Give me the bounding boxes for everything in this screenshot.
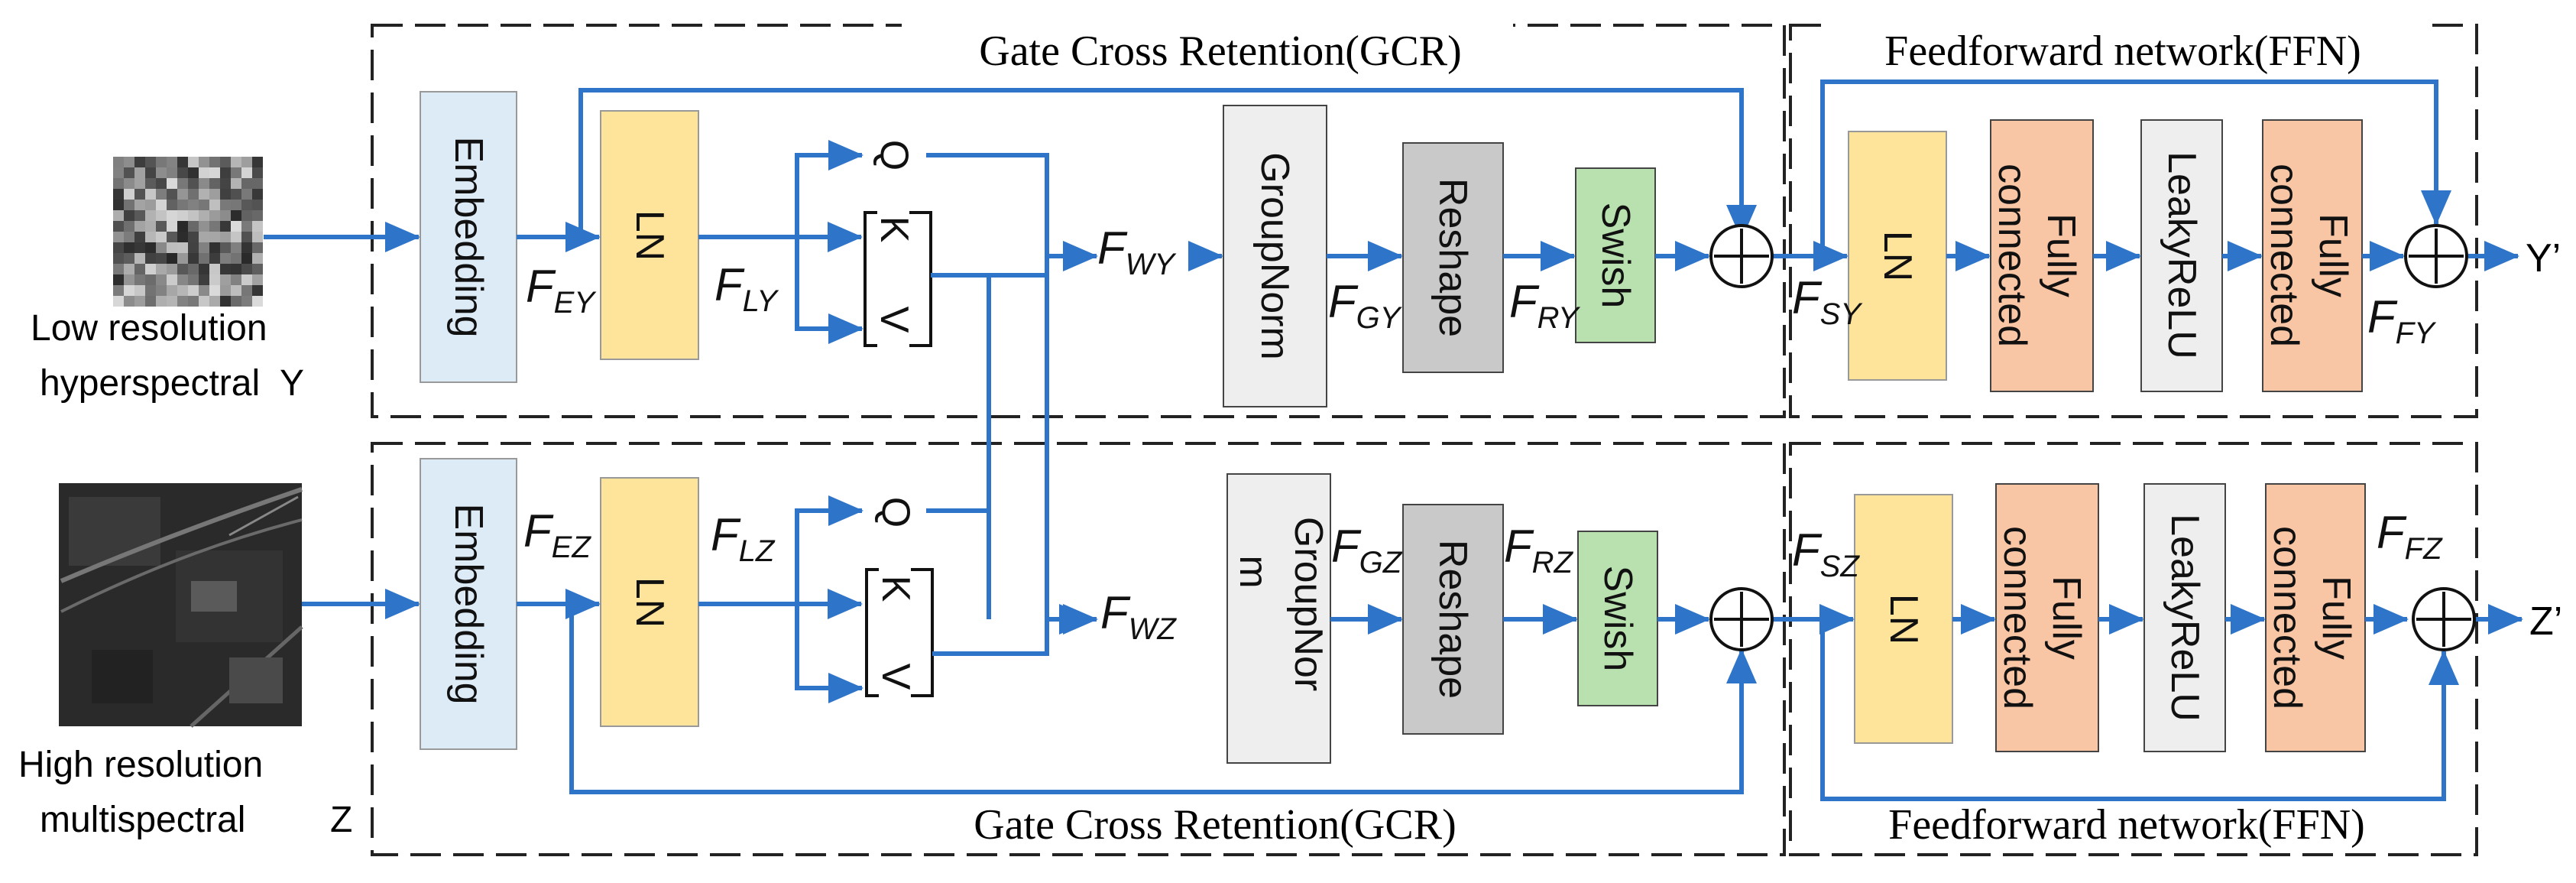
fc1-label-top-line2: connected: [1990, 164, 2034, 347]
groupnorm-block-top: [1223, 105, 1327, 407]
sum-node-ffn-top: [2404, 224, 2468, 288]
ln-label-bottom: LN: [627, 577, 672, 628]
feature-labels: FEY FLY FWY FGY FRY FSY FFY FEZ FLZ FWZ …: [523, 222, 2443, 646]
feature-f-wz: FWZ: [1100, 587, 1177, 646]
feature-f-ry: FRY: [1509, 276, 1581, 335]
multispectral-label-line2: multispectral: [40, 800, 245, 840]
kv-brackets: [864, 211, 934, 697]
feature-f-fz: FFZ: [2377, 507, 2443, 566]
k-label-bottom: K: [873, 576, 918, 602]
multispectral-symbol: Z: [330, 800, 352, 840]
k-label-top: K: [872, 216, 916, 243]
reshape-label-top: Reshape: [1431, 178, 1475, 337]
ln-label-ffn-bottom: LN: [1881, 594, 1926, 644]
multispectral-input-image: [59, 483, 303, 728]
gcr-top-title: Gate Cross Retention(GCR): [979, 28, 1461, 75]
feature-f-sz: FSZ: [1792, 524, 1860, 583]
reshape-block-top: [1402, 142, 1504, 373]
v-label-top: V: [872, 307, 916, 333]
sum-node-ffn-bottom: [2412, 587, 2476, 651]
fc2-block-bottom: [2265, 483, 2366, 752]
fc2-label-top-line2: connected: [2262, 164, 2306, 347]
ln-block-top: [600, 110, 699, 360]
v-label-bottom: V: [873, 664, 918, 690]
fc2-block-top: [2262, 119, 2363, 392]
hyperspectral-label-line1: Low resolution: [31, 308, 267, 349]
blocks: [420, 91, 2366, 764]
sum-node-gcr-top: [1709, 224, 1774, 288]
leakyrelu-label-bottom: LeakyReLU: [2163, 514, 2207, 722]
hyperspectral-label-line2: hyperspectral Y: [40, 363, 304, 404]
groupnorm-label-bottom-line2: m: [1231, 555, 1275, 588]
ffn-bottom-title: Feedforward network(FFN): [1888, 801, 2365, 849]
fc1-label-bottom-line1: Fully: [2044, 576, 2088, 660]
swish-block-top: [1575, 167, 1656, 343]
leakyrelu-block-bottom: [2143, 483, 2226, 752]
reshape-label-bottom: Reshape: [1431, 540, 1475, 699]
ln-block-bottom: [600, 477, 699, 727]
output-label-top: Y’: [2526, 236, 2561, 281]
connectors: [264, 80, 2523, 801]
reshape-block-bottom: [1402, 504, 1504, 735]
multispectral-label-line1: High resolution: [18, 745, 263, 785]
hyperspectral-input-image: [113, 157, 263, 307]
embedding-label-bottom: Embedding: [446, 503, 491, 704]
swish-label-top: Swish: [1593, 203, 1638, 309]
ln-label-top: LN: [627, 210, 672, 261]
feature-f-gy: FGY: [1328, 276, 1403, 335]
ln-block-ffn-top: [1848, 131, 1947, 381]
leakyrelu-label-top: LeakyReLU: [2160, 151, 2204, 359]
region-titles: Gate Cross Retention(GCR) Feedforward ne…: [902, 23, 2426, 849]
groupnorm-block-bottom: [1226, 473, 1331, 764]
output-label-bottom: Z’: [2529, 599, 2562, 644]
feature-f-wy: FWY: [1097, 222, 1177, 281]
feature-f-lz: FLZ: [711, 509, 776, 568]
feature-f-ez: FEZ: [523, 505, 591, 564]
q-label-top: Q: [872, 140, 916, 170]
feature-f-sy: FSY: [1792, 272, 1863, 331]
swish-block-bottom: [1577, 531, 1658, 706]
gcr-bottom-title: Gate Cross Retention(GCR): [974, 801, 1456, 849]
ffn-bottom-frame: [1789, 442, 2478, 856]
block-labels: Embedding LN GroupNorm Reshape Swish LN …: [446, 136, 2358, 721]
embedding-label-top: Embedding: [446, 136, 491, 337]
ln-label-ffn-top: LN: [1875, 231, 1920, 281]
feature-f-ly: FLY: [714, 259, 779, 318]
gcr-top-frame: [371, 24, 1786, 418]
sum-node-gcr-bottom: [1709, 587, 1774, 651]
groupnorm-label-top: GroupNorm: [1252, 152, 1297, 360]
q-label-bottom: Q: [873, 497, 918, 528]
ffn-top-title: Feedforward network(FFN): [1884, 28, 2361, 75]
fc2-label-top-line1: Fully: [2311, 213, 2355, 297]
feature-f-rz: FRZ: [1504, 521, 1574, 579]
fc1-block-top: [1990, 119, 2094, 392]
fc2-label-bottom-line2: connected: [2265, 526, 2309, 709]
feature-f-gz: FGZ: [1331, 521, 1403, 579]
fc1-block-bottom: [1995, 483, 2099, 752]
gcr-bottom-frame: [371, 442, 1786, 856]
swish-label-bottom: Swish: [1596, 566, 1640, 672]
feature-f-fy: FFY: [2367, 291, 2437, 350]
fc1-label-top-line1: Fully: [2039, 213, 2083, 297]
qkv-labels: Q K V Q K V: [872, 140, 918, 690]
sum-nodes: [1709, 224, 2476, 651]
feature-f-ey: FEY: [526, 261, 597, 320]
groupnorm-label-bottom-line1: GroupNor: [1286, 517, 1330, 691]
fc2-label-bottom-line1: Fully: [2314, 576, 2358, 660]
ln-block-ffn-bottom: [1854, 494, 1953, 744]
fc1-label-bottom-line2: connected: [1995, 526, 2040, 709]
